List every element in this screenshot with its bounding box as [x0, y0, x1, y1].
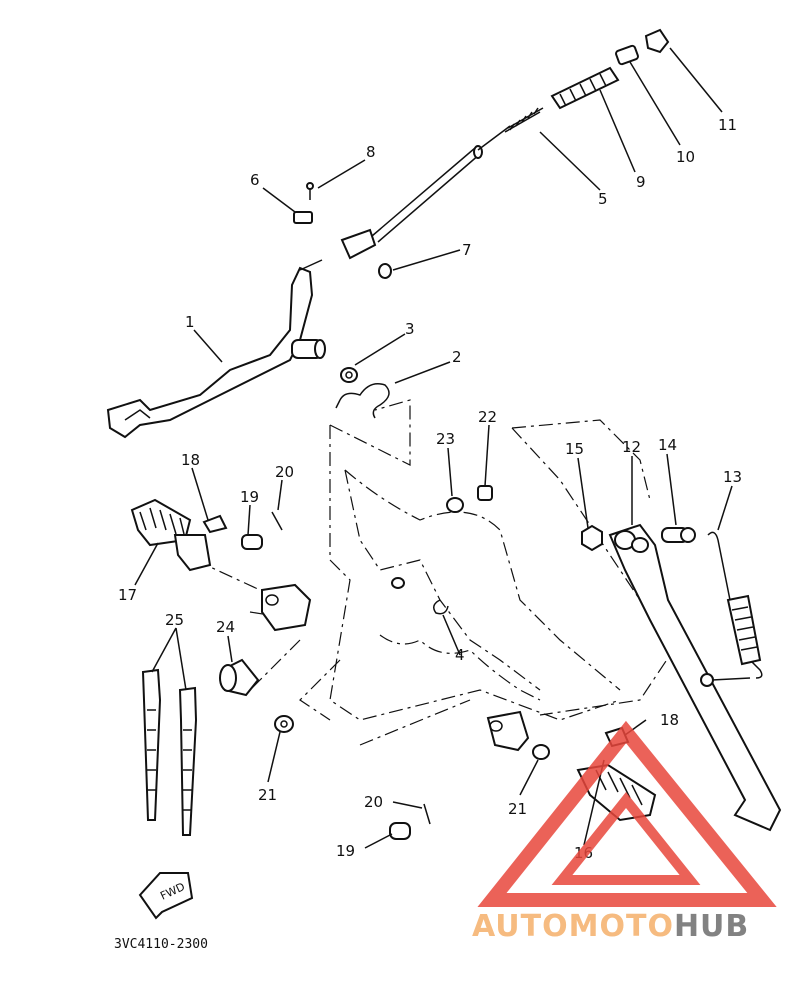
callout-19-left: 19 — [240, 488, 259, 506]
stand-spring-part — [700, 531, 763, 687]
callout-24: 24 — [216, 618, 235, 636]
bracket-part-left — [261, 583, 312, 632]
brake-rod-part — [340, 107, 544, 260]
spring-part — [550, 66, 620, 110]
svg-text:AUTOMOTOHUB: AUTOMOTOHUB — [472, 909, 749, 944]
callout-12: 12 — [622, 438, 641, 456]
callout-22: 22 — [478, 408, 497, 426]
bracket-part-right — [486, 710, 530, 752]
watermark-triangle-icon — [477, 720, 777, 907]
callout-1: 1 — [185, 313, 195, 331]
washer-part-7 — [378, 263, 392, 279]
callout-20-left: 20 — [275, 463, 294, 481]
clip-part-18-left — [202, 514, 228, 534]
pin-part — [306, 182, 314, 200]
footrest-left-part — [130, 498, 212, 572]
automotohub-watermark: AUTOMOTOHUB — [472, 720, 777, 944]
bushing-part — [219, 658, 260, 697]
callout-8: 8 — [366, 143, 376, 161]
washer-part-21-right — [532, 744, 550, 760]
callout-9: 9 — [636, 173, 646, 191]
callout-2: 2 — [452, 348, 462, 366]
watermark-text-hub: HUB — [674, 909, 749, 944]
bolt-part — [293, 211, 313, 224]
callout-21-right: 21 — [508, 800, 527, 818]
callout-15: 15 — [565, 440, 584, 458]
adjuster-nut-part — [615, 44, 639, 66]
callout-3: 3 — [405, 320, 415, 338]
collar-part — [446, 497, 464, 513]
watermark-text-automoto: AUTOMOTO — [472, 909, 674, 944]
callout-4: 4 — [455, 646, 465, 664]
pin-part-19-left — [241, 534, 263, 550]
brake-pedal-part — [106, 259, 326, 439]
joint-part — [644, 28, 670, 54]
stand-bolt-part — [661, 527, 696, 543]
callout-18-right: 18 — [660, 711, 679, 729]
callout-21-left: 21 — [258, 786, 277, 804]
callout-10: 10 — [676, 148, 695, 166]
callout-13: 13 — [723, 468, 742, 486]
cotter-pin-part-20-right — [423, 803, 431, 825]
callout-25: 25 — [165, 611, 184, 629]
callout-5: 5 — [598, 190, 608, 208]
callout-20-right: 20 — [364, 793, 383, 811]
drawing-code: 3VC4110-2300 — [114, 937, 208, 952]
callout-14: 14 — [658, 436, 677, 454]
part-callouts: 1 2 3 4 5 6 7 8 9 10 11 12 13 14 15 16 1… — [118, 116, 742, 862]
callout-11: 11 — [718, 116, 737, 134]
callout-18-left: 18 — [181, 451, 200, 469]
washer-part-3 — [340, 367, 358, 383]
callout-23: 23 — [436, 430, 455, 448]
callout-6: 6 — [250, 171, 260, 189]
leader-lines — [134, 47, 733, 849]
cable-tie-part — [141, 668, 198, 836]
pin-part-19-right — [389, 822, 411, 840]
washer-part-21-left — [274, 715, 294, 733]
callout-7: 7 — [462, 241, 472, 259]
cotter-pin-part-20-left — [271, 511, 283, 531]
watermark-triangle-inner-icon — [551, 791, 701, 885]
circlip-part — [391, 577, 449, 615]
frame-outline — [194, 399, 681, 746]
bolt-part-22 — [477, 485, 493, 501]
stand-nut-part — [581, 524, 603, 552]
callout-19-right: 19 — [336, 842, 355, 860]
fwd-arrow-icon: FWD — [138, 872, 194, 920]
callout-17: 17 — [118, 586, 137, 604]
return-spring-part — [335, 383, 390, 419]
side-stand-part — [608, 523, 782, 832]
